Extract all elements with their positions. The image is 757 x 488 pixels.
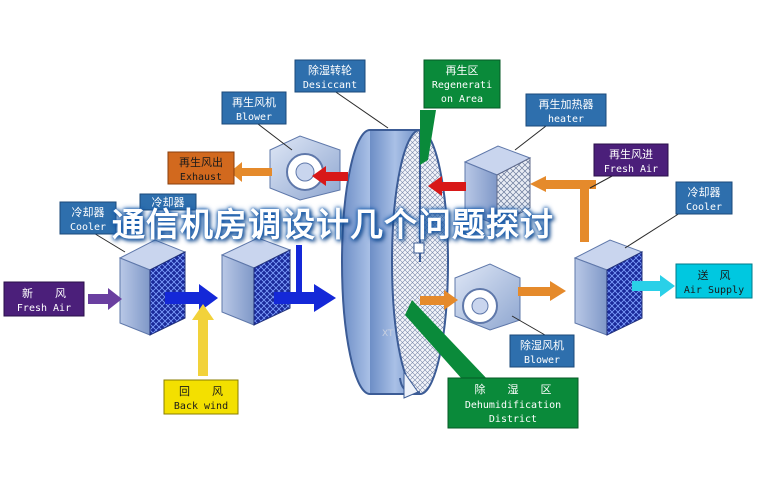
label-regeneration-area: 再生区 Regenerati on Area <box>423 59 501 109</box>
label-cooler-left-en: Cooler <box>70 222 106 233</box>
regen-area-pointer <box>420 110 436 165</box>
label-dehum-blower: 除湿风机 Blower <box>509 334 575 368</box>
regeneration-heater-unit <box>463 145 532 226</box>
dehum-district-pointer <box>405 300 490 388</box>
label-regen-exhaust: 再生风出 Exhaust <box>167 151 235 185</box>
regen-return-arrow <box>312 166 348 186</box>
label-dehum-district-en2: District <box>489 414 537 425</box>
regeneration-blower-unit <box>269 135 341 201</box>
cooled-air-arrow-2 <box>274 245 336 312</box>
label-desiccant: 除湿转轮 Desiccant <box>294 59 366 93</box>
label-desiccant-en: Desiccant <box>303 80 357 91</box>
label-regen-heater-en: heater <box>548 114 584 125</box>
label-air-supply-zh: 送 风 <box>698 268 731 282</box>
label-regen-area-en2: on Area <box>441 94 483 105</box>
label-back-wind-zh: 回 风 <box>179 385 223 398</box>
label-regen-heater-zh: 再生加热器 <box>539 97 594 111</box>
label-regen-fresh-air: 再生风进 Fresh Air <box>593 143 669 177</box>
regen-fresh-air-arrow <box>530 176 596 242</box>
label-fresh-air-zh: 新 风 <box>22 286 66 300</box>
right-cooler-unit <box>573 239 644 336</box>
dehumidified-air-arrow-2 <box>518 281 566 301</box>
callout-lines <box>91 87 681 336</box>
air-supply-arrow <box>632 275 675 297</box>
label-regen-blower-en: Blower <box>236 112 272 123</box>
label-back-wind-en: Back wind <box>174 401 228 412</box>
label-cooler-mid: 冷却器 <box>139 193 197 211</box>
label-regen-blower: 再生风机 Blower <box>221 91 287 125</box>
label-regen-fresh-en: Fresh Air <box>604 164 658 175</box>
regen-hot-air-arrow <box>428 176 466 196</box>
label-regen-fresh-zh: 再生风进 <box>609 147 653 161</box>
fresh-air-arrow <box>88 288 122 310</box>
label-dehum-blower-zh: 除湿风机 <box>520 338 564 352</box>
label-fresh-air: 新 风 Fresh Air <box>3 281 85 317</box>
label-cooler-right: 冷却器 Cooler <box>675 181 733 215</box>
label-regen-heater: 再生加热器 heater <box>525 93 607 127</box>
label-cooler-left-zh: 冷却器 <box>72 206 105 219</box>
dehumidification-blower-unit <box>454 263 521 331</box>
label-dehum-district-zh: 除 湿 区 <box>475 382 552 396</box>
label-dehum-blower-en: Blower <box>524 355 560 366</box>
overlay-title: 通信机房调设计几个问题探讨 <box>112 205 554 244</box>
back-wind-arrow <box>192 304 214 376</box>
label-cooler-left: 冷却器 Cooler <box>59 201 117 235</box>
watermark-text: XT <box>382 329 394 339</box>
label-desiccant-zh: 除湿转轮 <box>308 63 352 77</box>
exhaust-arrow <box>230 162 272 182</box>
label-fresh-air-en: Fresh Air <box>17 303 71 314</box>
label-regen-exhaust-en: Exhaust <box>180 172 222 183</box>
cooled-air-arrow-1 <box>165 284 218 312</box>
label-dehum-district: 除 湿 区 Dehumidification District <box>447 377 579 429</box>
label-dehum-district-en1: Dehumidification <box>465 400 561 411</box>
label-regen-blower-zh: 再生风机 <box>232 95 276 109</box>
label-regen-area-en1: Regenerati <box>432 80 492 91</box>
label-cooler-right-en: Cooler <box>686 202 722 213</box>
middle-cooler-unit <box>220 237 292 326</box>
label-air-supply: 送 风 Air Supply <box>675 263 753 299</box>
dehumidified-air-arrow-1 <box>420 290 458 310</box>
left-cooler-unit <box>118 239 187 336</box>
label-air-supply-en: Air Supply <box>684 285 744 296</box>
label-back-wind: 回 风 Back wind <box>163 379 239 415</box>
label-regen-area-zh: 再生区 <box>446 63 479 77</box>
desiccant-wheel <box>341 129 449 399</box>
label-regen-exhaust-zh: 再生风出 <box>179 155 223 169</box>
label-cooler-mid-zh: 冷却器 <box>152 196 185 209</box>
label-cooler-right-zh: 冷却器 <box>688 186 721 199</box>
